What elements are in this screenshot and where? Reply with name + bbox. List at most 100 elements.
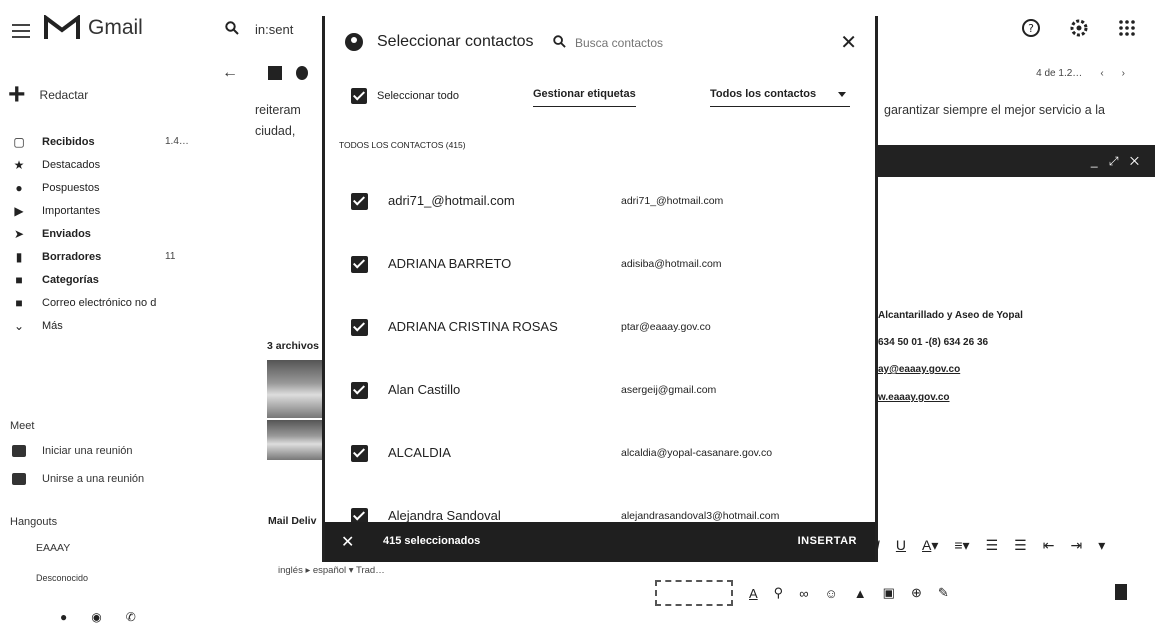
align-icon[interactable]: ≡▾ — [954, 537, 970, 553]
compose-button[interactable]: + Redactar — [8, 80, 88, 110]
contacts-section-label: TODOS LOS CONTACTOS (415) — [339, 140, 466, 150]
contact-checkbox[interactable] — [351, 319, 368, 336]
draft-icon: ▮ — [15, 249, 23, 264]
attachment-thumbnail[interactable] — [267, 360, 322, 418]
indent-more-icon[interactable]: ⇥ — [1070, 537, 1083, 553]
select-contacts-dialog: Seleccionar contactos ✕ Seleccionar todo… — [322, 16, 878, 562]
drive-icon[interactable]: ▲ — [853, 585, 867, 601]
search-icon[interactable] — [553, 35, 566, 48]
format-toolbar: I U A▾ ≡▾ ☰ ☰ ⇤ ⇥ ▾ — [876, 537, 1105, 554]
contact-checkbox[interactable] — [351, 508, 368, 525]
compose-window-header[interactable]: _ ⤢ ✕ — [872, 145, 1155, 177]
mail-delivery-sender[interactable]: Mail Deliv — [268, 515, 317, 527]
main-menu-icon[interactable] — [12, 24, 30, 38]
contact-checkbox[interactable] — [351, 193, 368, 210]
clear-selection-icon[interactable]: ✕ — [341, 534, 355, 551]
compose-label: Redactar — [39, 88, 89, 102]
contact-checkbox[interactable] — [351, 445, 368, 462]
attachment-thumbnail[interactable] — [267, 420, 322, 460]
sidebar-item-label: Importantes — [42, 204, 101, 217]
signature-link[interactable]: ay@eaaay.gov.co — [878, 364, 961, 375]
sidebar-item[interactable]: ●Pospuestos — [0, 176, 215, 199]
signature-link[interactable]: w.eaaay.gov.co — [878, 392, 950, 403]
search-icon[interactable] — [225, 21, 239, 35]
contacts-filter-value: Todos los contactos — [710, 88, 817, 100]
search-input[interactable]: in:sent — [255, 22, 294, 37]
chat-icon[interactable]: ◉ — [91, 610, 102, 624]
meet-heading: Meet — [10, 420, 35, 432]
phone-icon[interactable]: ✆ — [125, 610, 136, 624]
sidebar-item[interactable]: ▶ Importantes — [0, 199, 215, 222]
numbered-list-icon[interactable]: ☰ — [985, 537, 999, 553]
dialog-title: Seleccionar contactos — [377, 33, 534, 50]
app-name: Gmail — [88, 16, 143, 39]
prev-icon[interactable]: ‹ — [1100, 68, 1104, 79]
contacts-filter-dropdown[interactable]: Todos los contactos — [710, 88, 850, 107]
compose-bottom-toolbar: A ⚲ ∞ ☺ ▲ ▣ ⊕ ✎ — [655, 580, 949, 606]
more-format-icon[interactable]: ▾ — [1098, 537, 1106, 553]
dialog-header: Seleccionar contactos ✕ — [325, 16, 875, 68]
attach-icon[interactable]: ⚲ — [773, 585, 784, 600]
contact-search-input[interactable] — [575, 36, 815, 50]
gmail-logo[interactable]: Gmail — [44, 15, 143, 41]
indent-less-icon[interactable]: ⇤ — [1042, 537, 1055, 553]
trash-icon[interactable] — [1115, 584, 1127, 600]
gear-icon[interactable] — [1069, 18, 1089, 38]
plus-icon: + — [8, 78, 26, 111]
apps-grid-icon[interactable] — [1117, 18, 1137, 38]
dialog-toolbar: Seleccionar todo Gestionar etiquetas Tod… — [325, 84, 875, 108]
sidebar-item[interactable]: ⌄Más — [0, 314, 215, 337]
start-meeting-button[interactable]: Iniciar una reunión — [12, 445, 133, 457]
inbox-icon: ▢ — [13, 134, 25, 149]
checkbox-checked-icon — [351, 88, 367, 104]
lock-icon[interactable]: ⊕ — [910, 585, 922, 600]
underline-icon[interactable]: U — [895, 537, 907, 553]
archive-icon[interactable] — [268, 66, 282, 80]
sidebar-item[interactable]: ■Categorías — [0, 268, 215, 291]
join-meeting-label: Unirse a una reunión — [42, 473, 145, 485]
close-icon[interactable]: ✕ — [840, 32, 857, 54]
help-icon[interactable]: ? — [1021, 18, 1041, 38]
signature-icon[interactable]: ✎ — [937, 585, 949, 600]
sidebar-item[interactable]: ➤Enviados — [0, 222, 215, 245]
insert-button[interactable]: INSERTAR — [797, 535, 857, 547]
report-icon[interactable] — [296, 66, 308, 80]
text-color-icon[interactable]: A▾ — [922, 537, 939, 553]
important-icon: ▶ — [14, 203, 24, 218]
sidebar-item[interactable]: ■Correo electrónico no d — [0, 291, 215, 314]
video-icon — [12, 445, 26, 457]
emoji-icon[interactable]: ☺ — [824, 585, 838, 601]
gmail-m-icon — [44, 15, 80, 39]
start-meeting-label: Iniciar una reunión — [42, 445, 133, 457]
send-button[interactable] — [655, 580, 733, 606]
link-icon[interactable]: ∞ — [799, 585, 809, 601]
join-meeting-button[interactable]: Unirse a una reunión — [12, 473, 144, 485]
hangout-user[interactable]: EAAAY — [36, 542, 71, 554]
signature-line: 634 50 01 -(8) 634 26 36 — [878, 337, 989, 348]
bulleted-list-icon[interactable]: ☰ — [1014, 537, 1027, 553]
formatting-icon[interactable]: A — [749, 585, 758, 601]
select-all-checkbox[interactable]: Seleccionar todo — [351, 88, 459, 104]
back-arrow-icon[interactable]: ← — [222, 64, 238, 81]
translate-bar[interactable]: inglés ▸ español ▾ Trad… — [278, 565, 385, 576]
contact-email: asergeij@gmail.com — [621, 384, 717, 396]
next-icon[interactable]: › — [1121, 68, 1125, 79]
person-icon[interactable]: ● — [60, 610, 68, 624]
manage-labels-button[interactable]: Gestionar etiquetas — [533, 88, 636, 107]
hangout-user[interactable]: Desconocido — [36, 573, 89, 583]
window-controls-icon[interactable]: _ ⤢ ✕ — [1090, 154, 1143, 168]
contact-checkbox[interactable] — [351, 256, 368, 273]
photo-icon[interactable]: ▣ — [882, 585, 895, 600]
sidebar-item[interactable]: ★Destacados — [0, 153, 215, 176]
contact-checkbox[interactable] — [351, 382, 368, 399]
dialog-footer: ✕ 415 seleccionados INSERTAR — [325, 522, 875, 562]
